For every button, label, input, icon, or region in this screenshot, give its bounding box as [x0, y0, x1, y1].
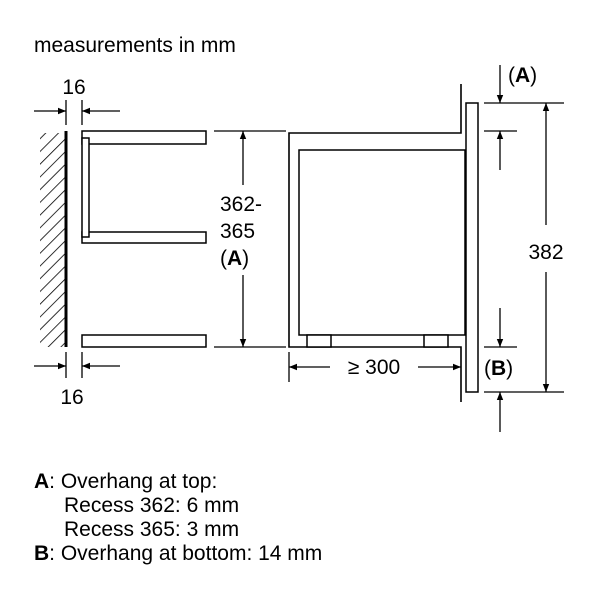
- overhang-a-marker: (A): [484, 64, 537, 170]
- overhang-b-marker: (B): [484, 308, 517, 432]
- appliance-height-dimension: 382: [484, 102, 564, 393]
- cabinet-side-view: [81, 130, 207, 348]
- overhang-a-label: (A): [508, 64, 537, 87]
- min-depth-label: ≥ 300: [348, 356, 400, 379]
- note-b-line1: B: Overhang at bottom: 14 mm: [34, 542, 322, 565]
- recess-height-line1: 362-: [220, 193, 262, 216]
- note-a-line3: Recess 365: 3 mm: [64, 518, 239, 541]
- overhang-b-label: (B): [484, 357, 513, 380]
- recess-height-dimension: 362- 365 (A): [214, 130, 286, 348]
- diagram-title: measurements in mm: [34, 34, 236, 57]
- note-a-line2: Recess 362: 6 mm: [64, 494, 239, 517]
- side-gap-top-dimension: 16: [34, 76, 120, 125]
- min-depth-dimension: ≥ 300: [288, 352, 461, 382]
- recess-height-ref-letter: A: [227, 247, 242, 270]
- wall: [40, 131, 68, 347]
- recess-height-ref: (A): [220, 247, 249, 270]
- side-gap-bottom-label: 16: [60, 386, 83, 409]
- side-gap-top-label: 16: [62, 76, 85, 99]
- note-a-line1: A: Overhang at top:: [34, 470, 217, 493]
- notes: A: Overhang at top: Recess 362: 6 mm Rec…: [34, 470, 322, 565]
- side-gap-bottom-dimension: 16: [34, 352, 120, 409]
- appliance-height-label: 382: [528, 241, 563, 264]
- recess-height-line2: 365: [220, 220, 255, 243]
- niche-side-view: [288, 84, 479, 402]
